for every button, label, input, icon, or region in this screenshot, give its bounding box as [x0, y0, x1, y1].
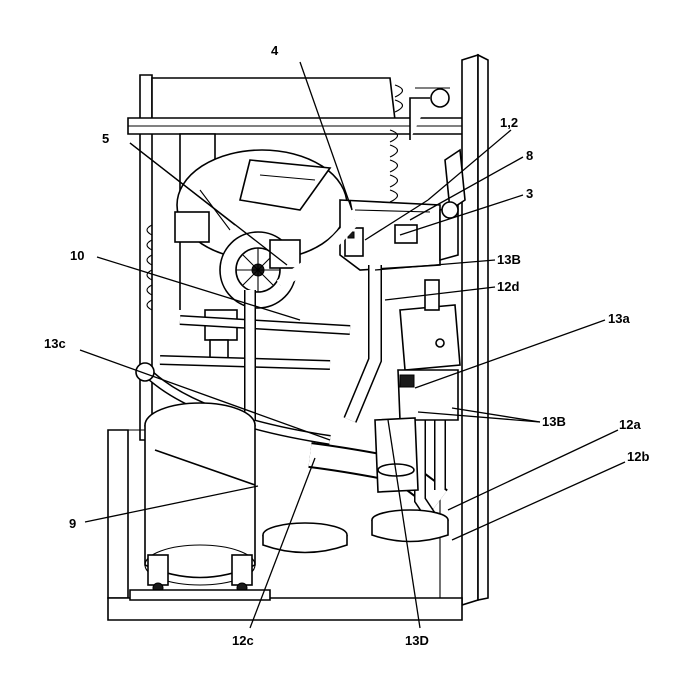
callout-10: 10 — [70, 248, 84, 263]
callout-13B-top: 13B — [497, 252, 521, 267]
callout-13a: 13a — [608, 311, 630, 326]
callout-9: 9 — [69, 516, 76, 531]
callout-13D: 13D — [405, 633, 429, 648]
filter-drier — [371, 417, 449, 543]
control-box — [339, 199, 459, 271]
cabinet-frame — [107, 53, 489, 621]
callout-3: 3 — [526, 186, 533, 201]
leader-lines — [79, 61, 626, 629]
callout-13c: 13c — [44, 336, 66, 351]
service-valve — [409, 87, 466, 219]
base-ring — [262, 522, 348, 554]
callout-1-2: 1,2 — [500, 115, 518, 130]
callout-4: 4 — [271, 43, 279, 58]
callout-labels: 4 1,2 5 8 3 13B 10 12d 13a 13c 13B 12a 1… — [44, 43, 649, 648]
callout-12d: 12d — [497, 279, 519, 294]
callout-13B-mid: 13B — [542, 414, 566, 429]
fan-motor — [219, 231, 301, 309]
accumulator — [397, 279, 461, 421]
callout-12b: 12b — [627, 449, 649, 464]
compressor — [129, 402, 271, 601]
callout-12a: 12a — [619, 417, 641, 432]
callout-5: 5 — [102, 131, 109, 146]
callout-8: 8 — [526, 148, 533, 163]
callout-12c: 12c — [232, 633, 254, 648]
condenser-fan — [176, 133, 348, 261]
